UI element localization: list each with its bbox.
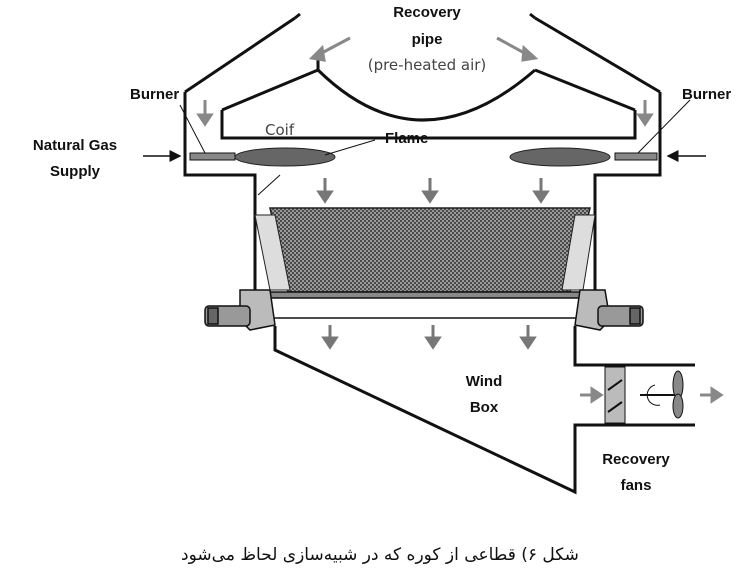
wind-box bbox=[273, 326, 695, 495]
flame-pointer bbox=[324, 139, 376, 156]
label-recovery-pipe-3: (pre-heated air) bbox=[368, 56, 487, 74]
recovery-fan-icon bbox=[640, 370, 684, 419]
label-recovery-fans-1: Recovery bbox=[602, 451, 670, 468]
pipe-flow-arrows bbox=[308, 36, 539, 62]
label-flame: Flame bbox=[385, 130, 428, 147]
label-natural-gas-2: Supply bbox=[50, 163, 101, 180]
grate-down-arrows bbox=[321, 325, 537, 350]
pellet-bed bbox=[254, 207, 596, 293]
label-coif: Coif bbox=[265, 121, 295, 139]
label-recovery-pipe-1: Recovery bbox=[393, 4, 461, 21]
flame-left bbox=[234, 147, 336, 167]
side-down-arrows bbox=[196, 100, 654, 127]
coif-pointer bbox=[257, 174, 281, 196]
label-recovery-fans-2: fans bbox=[621, 477, 652, 494]
label-wind-box-2: Box bbox=[470, 399, 499, 416]
label-burner-right: Burner bbox=[682, 86, 731, 103]
figure-caption: شکل ۶) قطاعی از کوره که در شبیه‌سازی لحا… bbox=[181, 545, 579, 565]
flame-right bbox=[509, 147, 611, 167]
fan-damper bbox=[604, 366, 626, 424]
label-wind-box-1: Wind bbox=[466, 373, 503, 390]
burner-left bbox=[179, 104, 236, 161]
fan-flow-arrows bbox=[580, 386, 724, 404]
recovery-pipe-walls bbox=[294, 12, 536, 20]
grate-frame bbox=[204, 289, 644, 331]
label-recovery-pipe-2: pipe bbox=[412, 31, 443, 48]
label-burner-left: Burner bbox=[130, 86, 179, 103]
outer-hood bbox=[183, 16, 662, 300]
burner-right bbox=[614, 99, 691, 161]
furnace-down-arrows bbox=[316, 178, 550, 204]
label-natural-gas-1: Natural Gas bbox=[33, 137, 117, 154]
